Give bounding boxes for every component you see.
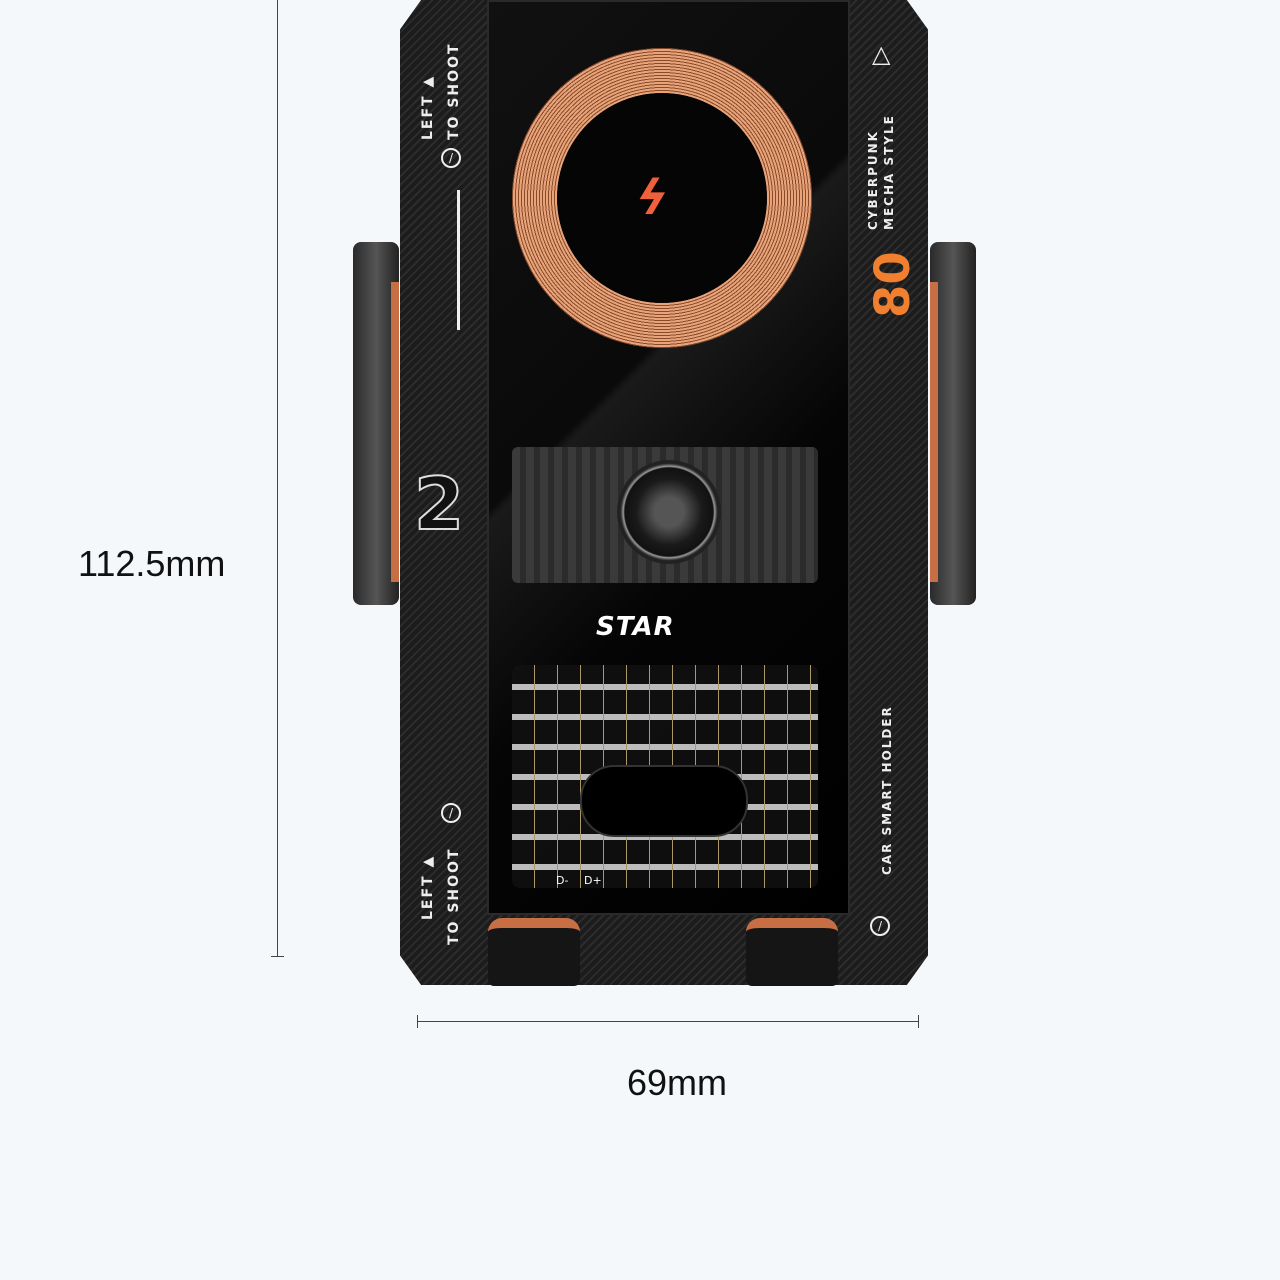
prohibited-icon: / (441, 148, 461, 168)
left-top-label-1: LEFT ▲ (420, 74, 436, 140)
width-label: 69mm (627, 1062, 728, 1103)
pcb-label-dplus: D+ (584, 874, 602, 887)
left-bottom-label-1: LEFT ▲ (420, 854, 436, 920)
width-dimension-tick-left (417, 1015, 418, 1028)
height-label: 112.5mm (78, 543, 226, 584)
side-number: 2 (413, 461, 465, 547)
circuit-board (512, 665, 818, 888)
width-dimension-tick-right (918, 1015, 919, 1028)
right-number: 80 (865, 251, 921, 318)
pcb-label-dminus: D- (556, 874, 569, 887)
sensor-window (580, 765, 748, 837)
left-support-foot (488, 918, 580, 986)
right-top-label-1: CYBERPUNK (866, 130, 880, 230)
prohibited-icon: / (441, 803, 461, 823)
width-dimension-line (417, 1021, 919, 1022)
left-bottom-label-2: TO SHOOT (446, 847, 462, 945)
left-top-label-2: TO SHOOT (446, 42, 462, 140)
prohibited-icon: / (870, 916, 890, 936)
left-clamp-arm (353, 242, 399, 605)
right-clamp-arm (930, 242, 976, 605)
indicator-line (457, 190, 460, 330)
height-dimension-line (277, 0, 278, 957)
right-support-foot (746, 918, 838, 986)
right-top-label-2: MECHA STYLE (882, 114, 896, 230)
height-dimension-tick (271, 956, 284, 957)
right-bottom-label: CAR SMART HOLDER (880, 705, 894, 875)
coil-center (557, 93, 767, 303)
brand-logo: STAR (596, 612, 675, 642)
center-knob (617, 460, 721, 564)
triangle-icon: △ (872, 40, 891, 68)
